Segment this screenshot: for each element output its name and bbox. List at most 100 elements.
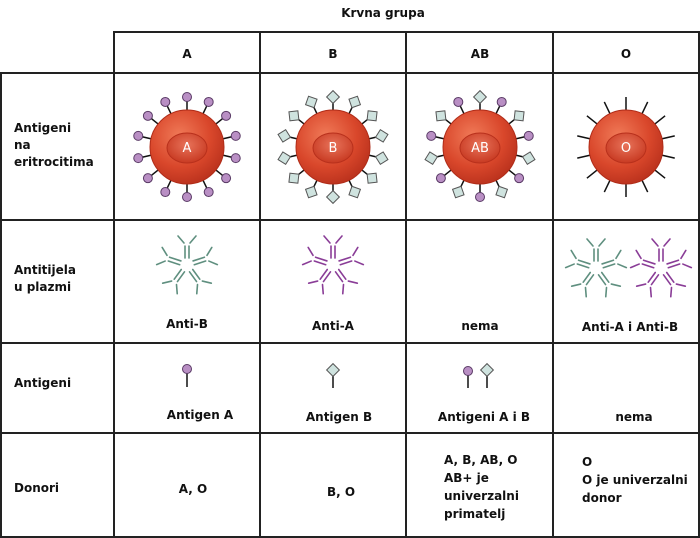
antigen-stalk: [653, 168, 666, 179]
antigen-a-icon: [230, 153, 241, 164]
antigen-b-icon: [288, 172, 300, 184]
antibody-arm: [635, 271, 660, 298]
antibody-label-b: Anti-A: [312, 319, 354, 333]
grid-line: [0, 72, 2, 538]
antigen-stalk: [577, 135, 592, 140]
donors-ab: A, B, AB, O AB+ je univerzalni primatelj: [444, 453, 519, 521]
antigen-stalk: [434, 136, 446, 140]
antigen-stalk: [166, 105, 173, 115]
antigen-stalk: [660, 154, 675, 159]
antibody-label-o: Anti-A i Anti-B: [581, 320, 679, 334]
antigen-b-icon: [435, 110, 447, 122]
antibody-branch: [649, 286, 653, 298]
antibody-stem: [601, 259, 615, 265]
antibody-stem: [597, 274, 607, 286]
antibody-arm: [586, 238, 606, 262]
antibody-branch: [155, 260, 166, 266]
antibody-branch: [206, 246, 213, 257]
antigen-a-icon: [182, 92, 192, 102]
grid-line: [405, 31, 407, 538]
antigen-stalk: [603, 101, 612, 115]
antibody-arm: [177, 235, 197, 259]
antigen-b-icon: [277, 151, 292, 166]
anti-b-antibody-icon: [564, 238, 628, 298]
antibody-branch: [189, 235, 197, 244]
antibody-arm: [307, 268, 332, 295]
antibody-stem: [576, 263, 590, 269]
anti-a-antibody-icon: [629, 238, 693, 298]
cell-center: [459, 132, 501, 164]
antibody-arm: [570, 271, 595, 298]
antibody-arm: [564, 249, 591, 269]
antigen-a-icon: [463, 366, 473, 376]
red-blood-cell-a: A: [133, 92, 241, 202]
antibody-branch: [347, 280, 359, 284]
antigen-b-icon: [479, 362, 495, 378]
antibody-arm: [651, 238, 671, 262]
antigen-stalk: [221, 154, 233, 158]
antibody-stem: [188, 271, 198, 283]
col-header-ab: AB: [470, 47, 490, 61]
antibody-stem: [665, 271, 675, 283]
antigen-a-icon: [514, 173, 525, 184]
antigen-stalk: [494, 105, 501, 115]
cell-label: B: [329, 141, 338, 156]
antigen-stalk: [577, 154, 592, 159]
antigen-a-icon: [230, 130, 241, 141]
antibody-stem: [577, 259, 591, 265]
antigen-label-o: nema: [615, 410, 653, 424]
col-header-o: O: [620, 47, 632, 61]
antigen-b-icon: [325, 362, 341, 378]
antigen-b-icon: [348, 95, 362, 109]
antibody-branch: [321, 283, 325, 295]
cell-label: AB: [471, 141, 489, 156]
cell-label: A: [183, 141, 192, 156]
antibody-branch: [570, 283, 582, 287]
antigen-a-icon: [523, 130, 534, 141]
antigen-a-icon: [133, 153, 144, 164]
antigen-stalk: [214, 168, 224, 177]
antibody-branch: [663, 238, 671, 247]
antibody-label-ab: nema: [461, 319, 499, 333]
antibody-arm: [323, 235, 343, 259]
antibody-stem: [319, 268, 329, 280]
antigen-stalk: [201, 105, 208, 115]
antibody-stem: [662, 274, 672, 286]
antibody-branch: [301, 260, 312, 266]
antibody-arm: [161, 268, 186, 295]
antibody-branch: [635, 249, 642, 260]
antigen-stalk: [201, 179, 208, 189]
antibody-branch: [195, 283, 199, 295]
antigen-a-icon: [203, 187, 214, 198]
antigen-stalk: [660, 135, 675, 140]
antigen-a-icon: [203, 96, 214, 107]
antibody-stem: [602, 263, 616, 269]
antibody-branch: [675, 283, 687, 287]
antibody-stem: [650, 274, 660, 286]
row-header-antibodies: Antitijela u plazmi: [14, 263, 76, 294]
antigen-stalk: [603, 179, 612, 193]
antigen-a-icon: [475, 192, 485, 202]
antigen-stalk: [640, 101, 649, 115]
grid-line: [0, 72, 700, 74]
antigen-stalk: [507, 168, 517, 177]
antigen-b-icon: [325, 189, 341, 205]
antigen-b-icon: [521, 151, 536, 166]
antigen-b-icon: [304, 95, 318, 109]
red-blood-cell-ab: AB: [424, 89, 536, 202]
antigen-a-icon: [426, 130, 437, 141]
grid-line: [0, 342, 700, 344]
antibody-arm: [666, 249, 693, 269]
antigen-a-icon: [133, 130, 144, 141]
antigen-label-ab: Antigeni A i B: [437, 410, 531, 424]
antibody-stem: [666, 259, 680, 265]
antibody-stem: [313, 260, 327, 266]
antigen-b-icon: [374, 151, 389, 166]
antigen-b-icon: [366, 172, 378, 184]
antigen-a-icon: [160, 96, 171, 107]
antibody-arm: [188, 268, 213, 295]
grid-line: [552, 31, 554, 538]
antigen-a-icon: [182, 364, 192, 374]
antibody-stem: [167, 260, 181, 266]
antibody-stem: [314, 256, 328, 262]
